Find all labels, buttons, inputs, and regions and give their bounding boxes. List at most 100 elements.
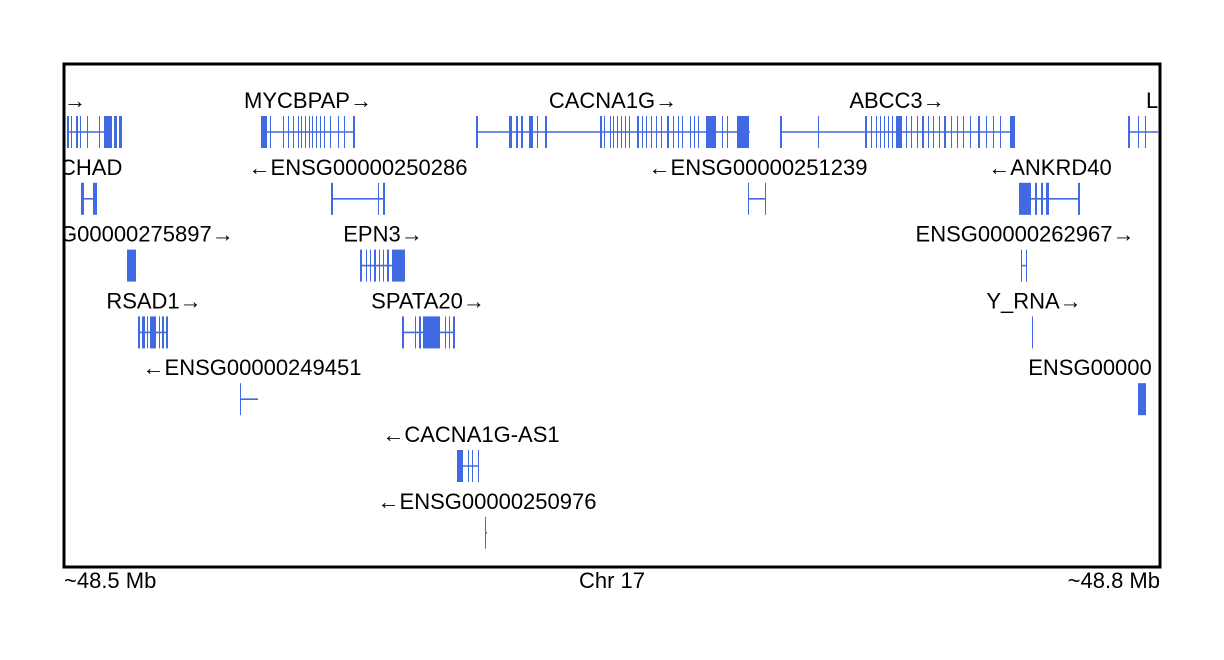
gene-9: G00000275897→ [60, 222, 234, 282]
axis-right-label: ~48.8 Mb [1067, 568, 1160, 593]
exon-block [80, 116, 81, 148]
exon-block [780, 116, 782, 148]
exon-block [162, 316, 164, 349]
exon-block [71, 116, 72, 148]
exon-block [1046, 182, 1049, 215]
gene-11: ENSG00000262967→ [916, 222, 1135, 282]
exon-block [604, 116, 605, 148]
exon-block [331, 182, 333, 215]
gene-16: ENSG00000 [1028, 355, 1152, 416]
exon-block [1041, 182, 1043, 215]
gene-label: ENSG00000262967→ [916, 222, 1135, 247]
exon-block [896, 116, 902, 148]
gene-label: → [64, 88, 86, 113]
exon-block [748, 182, 749, 215]
exon-block [656, 116, 657, 148]
exon-block [449, 316, 450, 349]
exon-block [637, 116, 639, 148]
exon-block [374, 249, 376, 282]
exon-block [402, 316, 404, 349]
exon-block [963, 116, 964, 148]
exon-block [1021, 249, 1022, 282]
exon-block [127, 249, 136, 282]
exon-block [316, 116, 317, 148]
gene-label: L [1146, 88, 1158, 113]
gene-4: L [1128, 88, 1158, 148]
exon-block [283, 116, 284, 148]
gene-3: ABCC3→ [780, 88, 1015, 148]
gene-7: ←ENSG00000251239 [649, 155, 868, 215]
exon-block [629, 116, 630, 148]
exon-block [261, 116, 267, 148]
exon-block [324, 116, 325, 148]
exon-block [625, 116, 626, 148]
exon-block [240, 383, 241, 416]
exon-block [939, 116, 940, 148]
exon-block [516, 116, 518, 148]
exon-block [922, 116, 924, 148]
exon-block [1000, 116, 1001, 148]
exon-block [610, 116, 611, 148]
exon-block [613, 116, 614, 148]
exon-block [698, 116, 699, 148]
exon-block [114, 116, 117, 148]
gene-label: ←ENSG00000250976 [378, 489, 597, 514]
gene-0: → [64, 88, 122, 148]
gene-label: MYCBPAP→ [244, 88, 372, 113]
gene-label: ←ANKRD40 [988, 155, 1111, 180]
exon-block [301, 116, 302, 148]
exon-block [298, 116, 299, 148]
exon-block [892, 116, 893, 148]
exon-block [957, 116, 958, 148]
gene-label: ←ENSG00000250286 [249, 155, 468, 180]
exon-block [415, 316, 416, 349]
exon-block [468, 450, 469, 482]
exon-block [445, 316, 446, 349]
exon-block [884, 116, 885, 148]
exon-block [1145, 116, 1146, 148]
gene-14: Y_RNA→ [986, 288, 1082, 349]
exon-block [1032, 316, 1033, 349]
exon-block [880, 116, 881, 148]
exon-block [288, 116, 289, 148]
gene-label: EPN3→ [343, 222, 422, 247]
exon-block [600, 116, 602, 148]
exon-block [951, 116, 952, 148]
exon-block [661, 116, 662, 148]
exon-block [81, 182, 84, 215]
exon-block [1138, 116, 1139, 148]
exon-block [387, 249, 389, 282]
exon-block [142, 316, 145, 349]
gene-label: ←ENSG00000251239 [649, 155, 868, 180]
exon-block [876, 116, 877, 148]
exon-block [1138, 383, 1146, 416]
exon-block [353, 116, 355, 148]
exon-block [138, 316, 140, 349]
exon-block [727, 116, 728, 148]
exon-block [378, 182, 379, 215]
gene-18: ←ENSG00000250976 [378, 489, 597, 549]
gene-label: ←CACNA1G-AS1 [382, 422, 559, 447]
exon-block [1026, 249, 1027, 282]
gene-label: G00000275897→ [60, 222, 234, 247]
exon-block [970, 116, 971, 148]
gene-8: ←ANKRD40 [988, 155, 1112, 215]
exon-block [765, 182, 766, 215]
exon-block [147, 316, 148, 349]
gene-label: SPATA20→ [371, 288, 485, 313]
gene-label: CHAD [60, 155, 122, 180]
exon-block [150, 316, 156, 349]
exon-block [370, 249, 371, 282]
exon-block [986, 116, 987, 148]
exon-block [1128, 116, 1130, 148]
exon-block [159, 316, 160, 349]
exon-block [383, 249, 384, 282]
exon-block [818, 116, 819, 148]
axis-left-label: ~48.5 Mb [64, 568, 157, 593]
exon-block [457, 450, 463, 482]
exon-block [521, 116, 523, 148]
exon-block [338, 116, 339, 148]
exon-block [119, 116, 122, 148]
exon-block [104, 116, 112, 148]
